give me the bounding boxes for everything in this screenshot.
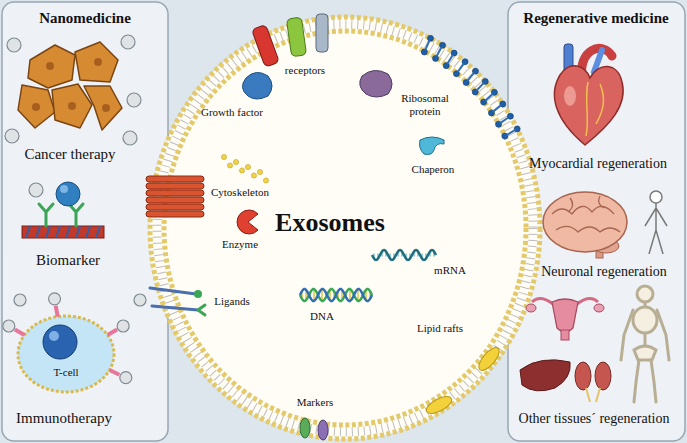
component-label: Ribosomal protein [395,92,455,117]
section-label: Biomarker [36,252,100,269]
particle [251,173,256,178]
membrane-protein [447,55,453,64]
enzyme-shape [237,210,258,234]
marker-proteins [300,418,328,440]
kidney-organs [575,362,611,402]
human-figure [645,191,667,254]
ligand-sticks [150,288,205,315]
membrane-protein [493,105,501,111]
vesicle [49,293,61,305]
membrane-protein [477,83,484,91]
node-heading: Regenerative medicine [523,10,668,27]
membrane-protein [437,47,442,57]
panel-outline [2,2,168,441]
membrane-proteins [421,35,520,139]
exosome-circle: Exosomes [150,17,540,439]
rna-strand [372,250,436,260]
nucleic-acids [300,250,436,301]
t-cell-body [10,312,122,396]
membrane-protein [425,40,429,50]
vesicles [5,35,146,306]
dna-strand [300,289,372,301]
node-heading: Nanomedicine [39,10,131,27]
cell-membrane [18,316,114,392]
uterus-organ [526,298,604,340]
cytoskeleton-coil [146,176,204,217]
liver-organ [520,360,570,391]
component-label: Growth factor [201,106,263,119]
vesicle [117,320,129,332]
nucleus-highlight [49,331,59,341]
ribosomal-blob [360,70,392,97]
section-label: Cancer therapy [24,146,115,163]
membrane-protein [421,49,427,55]
chaperon-cup [420,137,445,155]
membrane-protein [500,117,508,123]
t-cell: T-cell [10,312,122,396]
panel-box: Regenerative medicine [508,2,685,441]
panel-box: NanomedicineT-cell [2,2,168,441]
component-label: Chaperon [412,163,455,176]
membrane-protein [458,63,464,72]
particle [263,178,268,183]
biomarker-icon [22,182,104,238]
cancer-cells [18,42,122,130]
component-label: receptors [285,64,325,77]
section-label: Immunotherapy [16,410,112,427]
nucleus [43,325,77,359]
particle [227,163,232,168]
component-label: Cytoskeleton [211,186,269,199]
skeleton-figure [621,286,669,402]
cell-receptor [110,370,120,375]
component-label: mRNA [434,264,466,277]
vesicle [120,372,132,384]
brain-organ [543,192,627,258]
component-label: Markers [297,396,334,409]
section-label: Myocardial regeneration [529,156,667,172]
particle [221,154,226,159]
cell-label: T-cell [53,366,78,379]
membrane-protein [467,73,474,81]
membrane-protein [507,130,516,135]
exosome-membrane [150,17,540,439]
cell-receptor [108,330,118,336]
receptor-proteins [252,14,328,67]
lipid-rafts [424,344,503,416]
particle [257,169,262,174]
growth-factor-blob [242,72,272,99]
heart-organ [554,44,623,145]
section-label: Neuronal regeneration [541,264,667,280]
particle [239,168,244,173]
component-label: Ligands [214,295,249,308]
cell-receptor [15,330,25,336]
node-heading: Exosomes [275,208,385,238]
membrane-protein [485,94,493,101]
component-label: Enzyme [222,238,258,251]
section-label: Other tissues´ regeneration [519,411,670,427]
particle [245,164,250,169]
yellow-particles [221,154,268,183]
dna-strand [300,289,372,301]
cell-receptor [56,306,58,317]
component-label: Lipid rafts [417,322,463,335]
particle [233,159,238,164]
component-label: DNA [310,310,334,323]
vesicle [3,320,15,332]
